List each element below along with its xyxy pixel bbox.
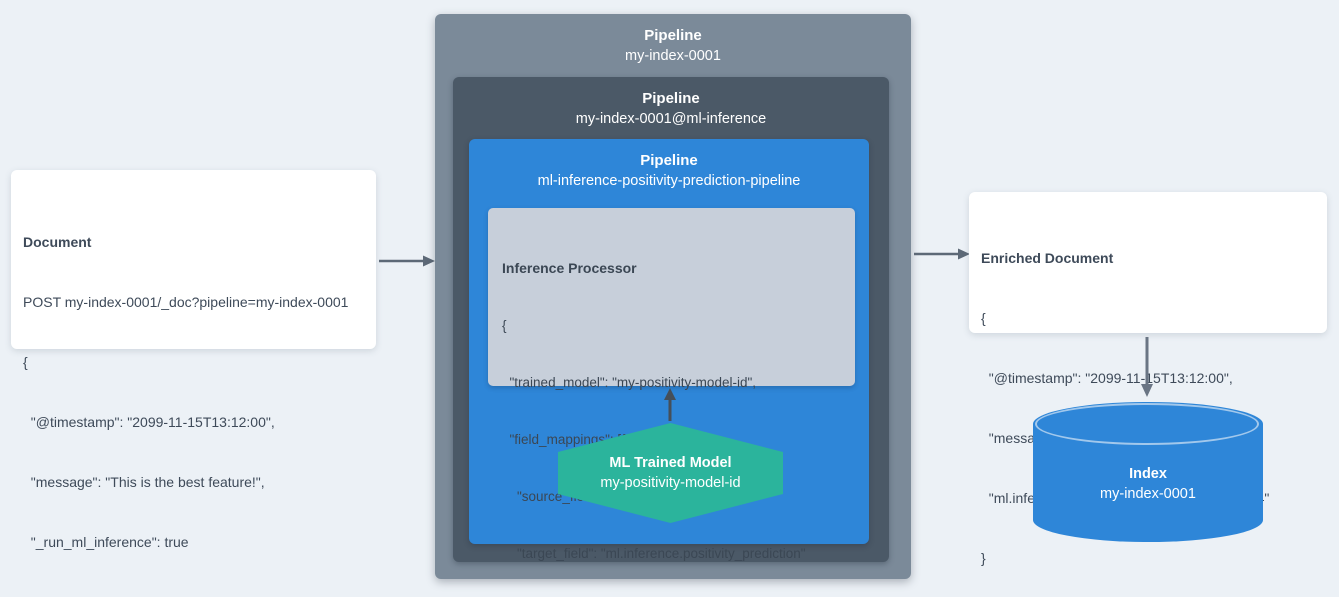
pipeline-prediction-title: Pipeline xyxy=(640,152,698,169)
processor-code-line: "target_field": "ml.inference.positivity… xyxy=(502,546,806,561)
enriched-code-line: { xyxy=(981,310,986,326)
document-code-line: "_run_ml_inference": true xyxy=(23,534,189,550)
enriched-document-card: Enriched Document { "@timestamp": "2099-… xyxy=(969,192,1327,566)
document-code-line: "@timestamp": "2099-11-15T13:12:00", xyxy=(23,414,275,430)
index-cylinder: Index my-index-0001 xyxy=(1033,402,1263,542)
document-card: Document POST my-index-0001/_doc?pipelin… xyxy=(11,170,376,597)
document-code-line: POST my-index-0001/_doc?pipeline=my-inde… xyxy=(23,294,349,310)
arrow-right-icon xyxy=(379,255,435,267)
pipeline-ml-inference-header: Pipeline my-index-0001@ml-inference xyxy=(453,77,889,129)
arrow-up-icon xyxy=(664,388,676,421)
arrow-down-icon xyxy=(1141,337,1153,397)
ml-trained-model-title: ML Trained Model xyxy=(609,455,732,471)
document-card-title: Document xyxy=(23,234,92,250)
pipeline-outer-box: Pipeline my-index-0001 Pipeline my-index… xyxy=(435,14,911,579)
pipeline-prediction-header: Pipeline ml-inference-positivity-predict… xyxy=(469,139,869,191)
inference-processor-box: Inference Processor { "trained_model": "… xyxy=(488,208,855,561)
pipeline-prediction-box: Pipeline ml-inference-positivity-predict… xyxy=(469,139,869,561)
processor-code-line: { xyxy=(502,318,507,333)
cylinder-rim xyxy=(1035,403,1259,445)
pipeline-outer-header: Pipeline my-index-0001 xyxy=(435,14,911,66)
enriched-code-line: "@timestamp": "2099-11-15T13:12:00", xyxy=(981,370,1233,386)
index-title: Index xyxy=(1129,466,1167,482)
document-code-line: "message": "This is the best feature!", xyxy=(23,474,265,490)
arrow-right-icon xyxy=(914,248,970,260)
index-name: my-index-0001 xyxy=(1100,486,1196,502)
pipeline-prediction-name: ml-inference-positivity-prediction-pipel… xyxy=(537,173,801,189)
ml-trained-model-name: my-positivity-model-id xyxy=(600,475,741,491)
document-code-line: { xyxy=(23,354,28,370)
enriched-code-line: } xyxy=(981,550,986,566)
pipeline-outer-name: my-index-0001 xyxy=(625,48,721,64)
document-code-line: } xyxy=(23,592,366,597)
processor-code-line: "trained_model": "my-positivity-model-id… xyxy=(502,375,757,390)
pipeline-outer-title: Pipeline xyxy=(644,27,702,44)
enriched-document-title: Enriched Document xyxy=(981,250,1114,266)
inference-processor-title: Inference Processor xyxy=(502,260,637,276)
pipeline-ml-inference-box: Pipeline my-index-0001@ml-inference Pipe… xyxy=(453,77,889,562)
pipeline-ml-inference-name: my-index-0001@ml-inference xyxy=(575,111,767,127)
pipeline-ml-inference-title: Pipeline xyxy=(642,90,700,107)
